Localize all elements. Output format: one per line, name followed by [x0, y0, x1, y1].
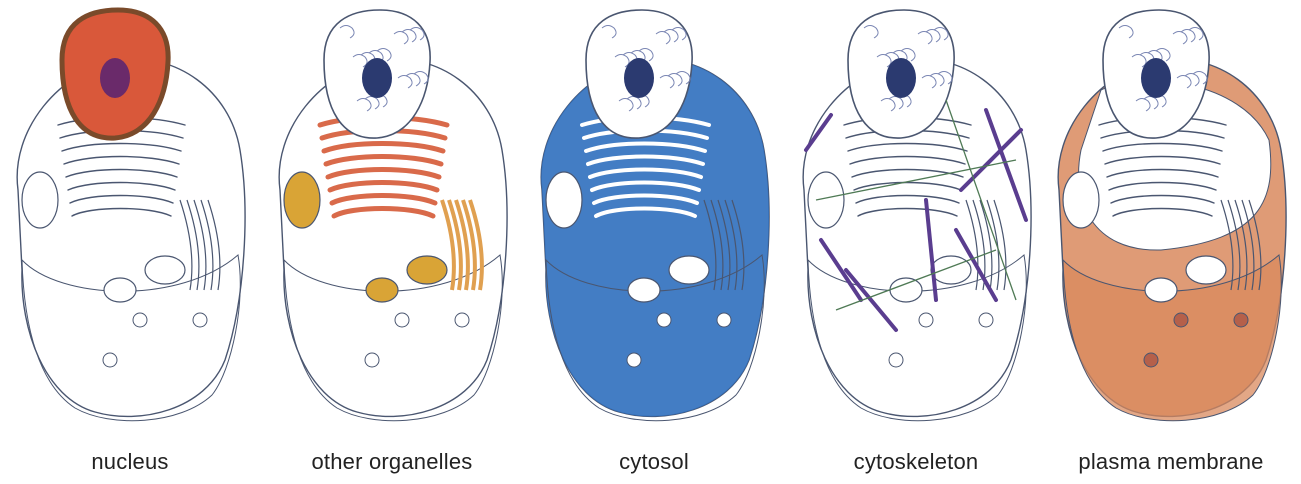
panel-plasma-membrane: plasma membrane [1041, 0, 1301, 484]
nucleolus [886, 58, 916, 98]
panel-cytosol: cytosol [524, 0, 784, 484]
vesicle [1234, 313, 1248, 327]
panel-nucleus: nucleus [0, 0, 260, 484]
mitochondrion [22, 172, 58, 228]
cell-drawing-membrane [1041, 0, 1301, 430]
vesicle [103, 353, 117, 367]
mitochondrion [104, 278, 136, 302]
mitochondrion [628, 278, 660, 302]
nucleolus [1141, 58, 1171, 98]
vesicle [1174, 313, 1188, 327]
vesicle [979, 313, 993, 327]
cell-drawing-organelles [262, 0, 522, 430]
mitochondrion [284, 172, 320, 228]
caption-plasma-membrane: plasma membrane [1041, 449, 1301, 475]
mitochondrion [1063, 172, 1099, 228]
mitochondrion [808, 172, 844, 228]
vesicle [365, 353, 379, 367]
vesicle [455, 313, 469, 327]
panel-cytoskeleton: cytoskeleton [786, 0, 1046, 484]
vesicle [395, 313, 409, 327]
vesicle [1144, 353, 1158, 367]
mitochondrion [366, 278, 398, 302]
vesicle [193, 313, 207, 327]
vesicle [919, 313, 933, 327]
caption-nucleus: nucleus [0, 449, 260, 475]
cell-drawing-nucleus [0, 0, 260, 430]
cell-drawing-cytosol [524, 0, 784, 430]
mitochondrion [1145, 278, 1177, 302]
cell-drawing-cytoskeleton [786, 0, 1046, 430]
mitochondrion [931, 256, 971, 284]
panel-other-organelles: other organelles [262, 0, 522, 484]
nucleolus [100, 58, 130, 98]
mitochondrion [890, 278, 922, 302]
caption-cytosol: cytosol [524, 449, 784, 475]
mitochondrion [145, 256, 185, 284]
vesicle [627, 353, 641, 367]
mitochondrion [669, 256, 709, 284]
vesicle [657, 313, 671, 327]
mitochondrion [546, 172, 582, 228]
nucleolus [624, 58, 654, 98]
mitochondrion [1186, 256, 1226, 284]
vesicle [133, 313, 147, 327]
mitochondrion [407, 256, 447, 284]
caption-other-organelles: other organelles [262, 449, 522, 475]
nucleolus [362, 58, 392, 98]
caption-cytoskeleton: cytoskeleton [786, 449, 1046, 475]
vesicle [717, 313, 731, 327]
vesicle [889, 353, 903, 367]
